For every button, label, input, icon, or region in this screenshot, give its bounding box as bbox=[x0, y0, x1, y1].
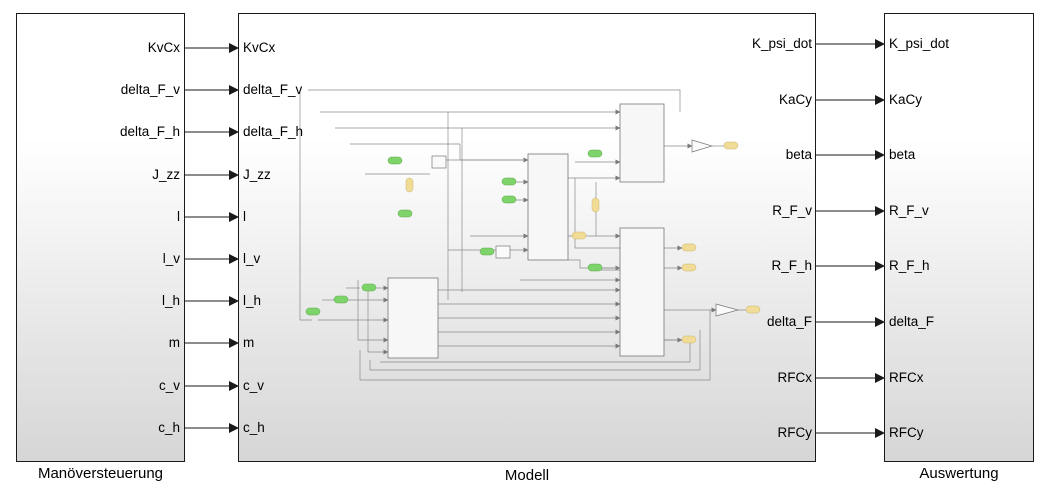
modell-out-port-kacy: KaCy bbox=[778, 92, 812, 107]
manoever-out-port-m: m bbox=[168, 335, 180, 350]
manoever-out-port-l-h: l_h bbox=[161, 293, 180, 308]
auswertung-in-port-r-f-h: R_F_h bbox=[889, 258, 930, 273]
modell-in-port-l-v: l_v bbox=[243, 251, 261, 266]
caption-auswertung: Auswertung bbox=[919, 465, 999, 482]
modell-in-port-delta-f-v: delta_F_v bbox=[243, 82, 303, 97]
auswertung-in-port-kacy: KaCy bbox=[889, 92, 923, 107]
inner-subsystem-diagram bbox=[299, 89, 746, 381]
caption-modell: Modell bbox=[504, 467, 550, 484]
manoever-out-port-c-v: c_v bbox=[158, 378, 180, 393]
modell-out-port-rfcy: RFCy bbox=[777, 425, 813, 440]
manoever-out-port-delta-f-h: delta_F_h bbox=[119, 124, 180, 139]
manoever-out-port-l-v: l_v bbox=[162, 251, 180, 266]
modell-out-port-rfcx: RFCx bbox=[777, 370, 813, 385]
modell-out-port-beta: beta bbox=[785, 147, 812, 162]
auswertung-in-port-delta-f: delta_F bbox=[889, 314, 935, 329]
modell-out-port-delta-f: delta_F bbox=[766, 314, 812, 329]
modell-in-port-delta-f-h: delta_F_h bbox=[243, 124, 304, 139]
modell-in-port-kvcx: KvCx bbox=[243, 40, 276, 55]
block-auswertung[interactable] bbox=[884, 13, 1034, 462]
auswertung-in-port-r-f-v: R_F_v bbox=[889, 203, 929, 218]
block-manoeversteuerung[interactable] bbox=[16, 13, 185, 462]
modell-out-port-r-f-h: R_F_h bbox=[771, 258, 812, 273]
manoever-out-port-c-h: c_h bbox=[158, 420, 180, 435]
modell-in-port-l: l bbox=[243, 209, 246, 224]
manoever-out-port-delta-f-v: delta_F_v bbox=[120, 82, 180, 97]
manoever-out-port-j-zz: J_zz bbox=[152, 167, 180, 182]
modell-in-port-l-h: l_h bbox=[243, 293, 262, 308]
modell-out-port-k-psi-dot: K_psi_dot bbox=[751, 36, 812, 51]
auswertung-in-port-beta: beta bbox=[889, 147, 916, 162]
auswertung-in-port-k-psi-dot: K_psi_dot bbox=[889, 36, 950, 51]
modell-in-port-j-zz: J_zz bbox=[243, 167, 271, 182]
inner-blocks bbox=[305, 103, 761, 359]
manoever-out-port-l: l bbox=[177, 209, 180, 224]
modell-out-port-r-f-v: R_F_v bbox=[772, 203, 812, 218]
auswertung-in-port-rfcx: RFCx bbox=[889, 370, 924, 385]
manoever-out-port-kvcx: KvCx bbox=[147, 40, 180, 55]
caption-manoeversteuerung: Manöversteuerung bbox=[37, 465, 164, 482]
modell-in-port-c-v: c_v bbox=[243, 378, 265, 393]
modell-in-port-c-h: c_h bbox=[243, 420, 265, 435]
auswertung-in-port-rfcy: RFCy bbox=[889, 425, 924, 440]
modell-in-port-m: m bbox=[243, 335, 255, 350]
